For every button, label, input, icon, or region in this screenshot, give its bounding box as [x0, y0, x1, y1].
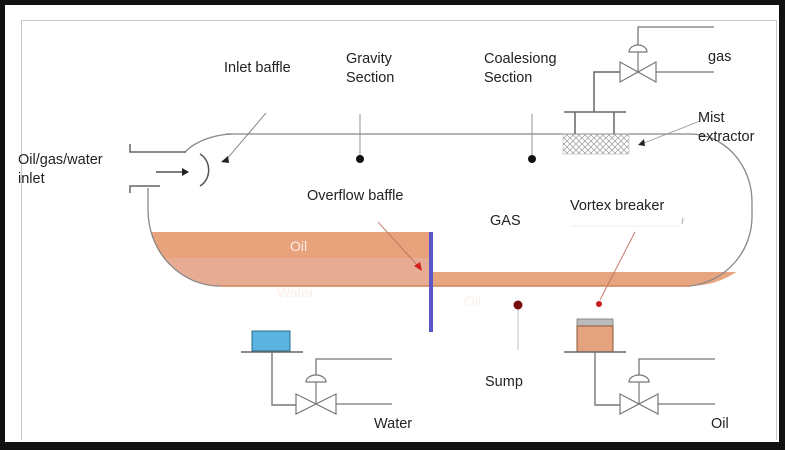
label-vortex-breaker: Vortex breaker — [570, 198, 664, 214]
sump-dot — [513, 300, 523, 310]
label-gravity-section-2: Section — [346, 70, 394, 86]
vessel-outline — [147, 133, 753, 287]
mist-extractor — [562, 133, 630, 155]
coalescing-dot — [528, 155, 536, 163]
water-valve-actuator — [305, 374, 327, 383]
oil-valve-actuator — [628, 374, 650, 383]
label-gas-outlet: gas — [708, 49, 731, 65]
gas-signal-line — [637, 26, 714, 45]
oil-signal-line — [638, 358, 715, 375]
overflow-leader-head — [414, 262, 422, 271]
overflow-leader — [377, 221, 419, 267]
inlet-nozzle-bottom — [129, 185, 160, 193]
inlet-baffle — [199, 153, 210, 187]
water-signal-line — [315, 358, 392, 375]
label-water-layer: Water — [277, 284, 314, 300]
oil-outlet-nozzle — [576, 325, 614, 353]
label-oil-outlet: Oil — [711, 416, 729, 432]
label-overflow-baffle: Overflow baffle — [307, 188, 403, 204]
label-water-outlet: Water — [374, 416, 412, 432]
label-mist-extractor-2: extractor — [698, 129, 755, 145]
mist-leader-head — [638, 139, 645, 146]
overflow-baffle — [429, 232, 433, 332]
mist-leader — [643, 120, 701, 144]
inlet-arrowhead — [182, 168, 189, 176]
inlet-nozzle-top — [129, 144, 186, 153]
inlet-baffle-leader — [225, 112, 267, 161]
inlet-baffle-leader-head — [221, 156, 229, 163]
label-mist-extractor-1: Mist — [698, 110, 725, 126]
label-inlet-1: Oil/gas/water — [18, 152, 103, 168]
gas-valve-actuator — [628, 44, 648, 53]
vortex-leader — [599, 231, 636, 301]
oil-layer-left — [148, 232, 432, 260]
label-sump: Sump — [485, 374, 523, 390]
label-oil-layer-right: Oil — [464, 293, 481, 309]
liquid-fills — [148, 232, 770, 286]
water-outlet-nozzle — [251, 330, 291, 352]
label-coalescing-section-2: Section — [484, 70, 532, 86]
vortex-breaker-plate — [576, 318, 614, 327]
label-inlet-2: inlet — [18, 171, 45, 187]
label-gas-zone: GAS — [490, 213, 521, 229]
vessel-outline-top-left — [184, 133, 233, 153]
water-pipe — [271, 352, 296, 406]
gravity-dot — [356, 155, 364, 163]
diagram-canvas — [21, 20, 777, 440]
label-coalescing-section-1: Coalesiong — [484, 51, 557, 67]
vortex-tick — [681, 217, 684, 225]
gas-pipe — [593, 71, 620, 112]
label-oil-layer-left: Oil — [290, 238, 307, 254]
oil-pipe — [594, 352, 620, 406]
label-inlet-baffle: Inlet baffle — [224, 60, 291, 76]
label-gravity-section-1: Gravity — [346, 51, 393, 67]
oil-layer-right — [432, 272, 770, 286]
vortex-leader-dot — [596, 301, 602, 307]
